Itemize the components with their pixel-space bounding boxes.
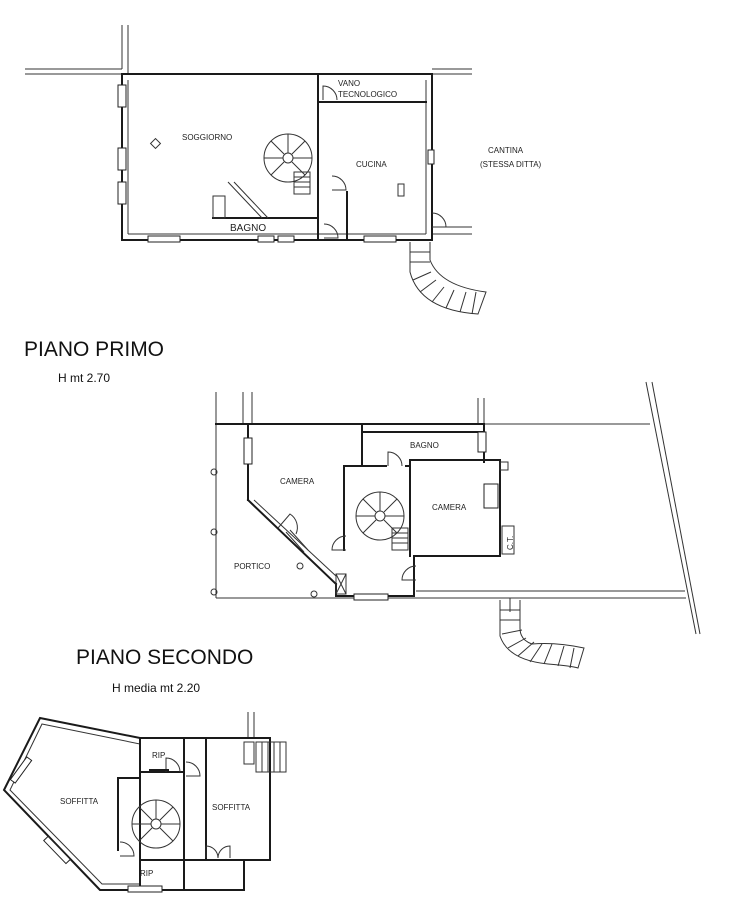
floor-plan-piano-secondo: [210, 381, 701, 669]
floor-plan-piano-primo: [25, 25, 487, 315]
room-tecnologico-label: TECNOLOGICO: [338, 90, 397, 99]
floor-plan-sottotetto: [2, 712, 287, 893]
piano-secondo-title: PIANO SECONDO: [76, 646, 253, 669]
piano-primo-title: PIANO PRIMO: [24, 338, 164, 361]
room-soggiorno-label: SOGGIORNO: [182, 133, 232, 142]
piano-primo-height: H mt 2.70: [58, 371, 110, 385]
room-vano-label: VANO: [338, 79, 360, 88]
room-ct-label: C.T.: [506, 536, 515, 550]
room-soffitta-2-label: SOFFITTA: [212, 803, 251, 812]
room-soffitta-1-label: SOFFITTA: [60, 797, 99, 806]
room-cantina-note-label: (STESSA DITTA): [480, 160, 542, 169]
room-camera-1-label: CAMERA: [280, 477, 315, 486]
room-camera-2-label: CAMERA: [432, 503, 467, 512]
room-portico-label: PORTICO: [234, 562, 270, 571]
room-rip-2-label: RIP: [140, 869, 153, 878]
room-cantina-label: CANTINA: [488, 146, 524, 155]
room-cucina-label: CUCINA: [356, 160, 387, 169]
room-bagno-label: BAGNO: [230, 223, 266, 234]
room-bagno-2-label: BAGNO: [410, 441, 439, 450]
room-rip-1-label: RIP: [152, 751, 165, 760]
piano-secondo-height: H media mt 2.20: [112, 681, 200, 695]
